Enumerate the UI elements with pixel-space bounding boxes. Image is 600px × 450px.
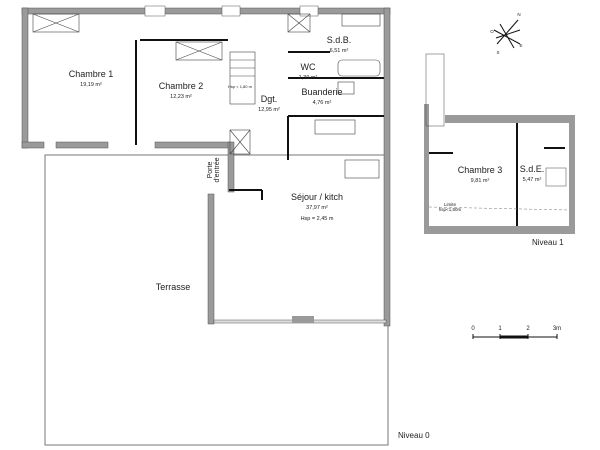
closets	[32, 13, 381, 179]
room-area: 12,95 m²	[258, 107, 280, 113]
entrance-label: Porte d'entrée	[207, 157, 221, 183]
level-0-label: Niveau 0	[398, 431, 430, 440]
room-terrasse: Terrasse	[155, 282, 191, 292]
room-area: 4,76 m²	[312, 100, 332, 106]
scale-tick-3: 3m	[552, 326, 562, 332]
room-sdb: S.d.B. 6,51 m²	[327, 30, 352, 54]
stairs-note: Hsp < 1,80 m	[228, 84, 252, 89]
level-1-label: Niveau 1	[532, 238, 564, 247]
room-wc: WC 1,39 m²	[299, 57, 318, 81]
scale-tick-1: 1	[498, 326, 502, 332]
limit-line1: Limite	[443, 202, 457, 207]
compass-s: S	[496, 50, 500, 55]
room-area: 6,51 m²	[329, 48, 349, 54]
compass-n: N	[517, 12, 521, 17]
room-area: 12,23 m²	[170, 94, 192, 100]
room-chambre-3: Chambre 3 9,81 m²	[458, 160, 503, 184]
scale-bar	[472, 334, 558, 339]
compass-rose-icon	[493, 19, 521, 49]
level0-walls	[21, 7, 391, 327]
room-area: 9,81 m²	[470, 178, 490, 184]
room-area: 37,97 m²	[306, 205, 328, 211]
room-name: Chambre 1	[68, 69, 114, 79]
limit-line2: hsp<1,80m	[438, 207, 462, 212]
room-name: Séjour / kitch	[290, 192, 344, 202]
room-height: Hsp = 2,45 m	[300, 216, 334, 222]
compass-o: O	[490, 29, 494, 34]
room-area: 5,47 m²	[522, 177, 542, 183]
scale-tick-0: 0	[471, 326, 475, 332]
compass-e: E	[519, 43, 523, 48]
room-name: S.d.B.	[326, 35, 352, 45]
room-chambre-1: Chambre 1 19,19 m²	[69, 64, 114, 88]
room-name: Buanderie	[301, 87, 343, 97]
room-sejour: Séjour / kitch 37,97 m² Hsp = 2,45 m	[291, 187, 343, 222]
room-name: Dgt.	[260, 94, 278, 104]
room-name: WC	[300, 62, 316, 72]
room-sde: S.d.E. 5,47 m²	[520, 159, 545, 183]
scale-tick-2: 2	[526, 326, 530, 332]
level1-walls	[424, 53, 575, 234]
room-area: 1,39 m²	[298, 75, 318, 81]
room-area: 19,19 m²	[80, 82, 102, 88]
interior-walls	[135, 39, 384, 200]
room-buanderie: Buanderie 4,76 m²	[301, 82, 342, 106]
room-chambre-2: Chambre 2 12,23 m²	[159, 76, 204, 100]
room-name: Chambre 3	[457, 165, 503, 175]
room-name: S.d.E.	[519, 164, 545, 174]
room-dgt: Dgt. 12,95 m²	[258, 89, 280, 113]
room-name: Chambre 2	[158, 81, 204, 91]
